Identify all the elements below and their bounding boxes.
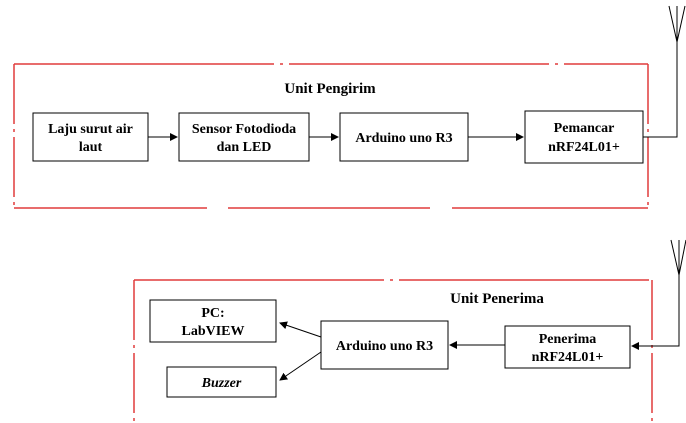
water-level-input-label-line1: Laju surut air xyxy=(48,122,133,137)
receiver-antenna-icon xyxy=(670,239,686,276)
pc-labview-label-line2: LabVIEW xyxy=(181,324,244,339)
nrf-receiver-label-line1: Penerima xyxy=(539,332,597,347)
pc-labview-block: PC: LabVIEW xyxy=(149,299,277,343)
transmitter-unit-title: Unit Pengirim xyxy=(284,81,376,97)
nrf-receiver-label-line2: nRF24L01+ xyxy=(532,350,604,365)
nrf-receiver-block: Penerima nRF24L01+ xyxy=(504,325,631,369)
buzzer-label: Buzzer xyxy=(201,376,242,391)
photodiode-sensor-label-line2: dan LED xyxy=(217,140,272,155)
transmitter-antenna-feed xyxy=(643,42,678,138)
receiver-unit-border xyxy=(133,279,653,423)
transmitter-unit-border xyxy=(13,63,649,209)
nrf-transmitter-label-line2: nRF24L01+ xyxy=(548,140,620,155)
transmitter-arduino-block: Arduino uno R3 xyxy=(339,112,469,162)
nrf-transmitter-block: Pemancar nRF24L01+ xyxy=(524,110,644,164)
receiver-arduino-block: Arduino uno R3 xyxy=(320,320,449,370)
water-level-input-block: Laju surut air laut xyxy=(32,112,149,162)
receiver-unit: Unit Penerima PC: LabVIEW Buzzer Arduino… xyxy=(133,239,686,423)
transmitter-unit: Unit Pengirim Laju surut air laut Sensor… xyxy=(13,5,686,209)
receiver-antenna-feed xyxy=(631,275,680,350)
receiver-unit-title: Unit Penerima xyxy=(450,291,544,307)
photodiode-sensor-block: Sensor Fotodioda dan LED xyxy=(178,112,310,162)
receiver-arduino-label: Arduino uno R3 xyxy=(336,339,433,354)
buzzer-block: Buzzer xyxy=(166,366,277,398)
photodiode-sensor-label-line1: Sensor Fotodioda xyxy=(192,122,296,137)
water-level-input-label-line2: laut xyxy=(79,140,103,155)
pc-labview-label-line1: PC: xyxy=(201,306,224,321)
arrow-arduino-to-buzzer xyxy=(279,351,322,381)
transmitter-antenna-icon xyxy=(668,5,686,43)
nrf-transmitter-label-line1: Pemancar xyxy=(554,121,615,136)
transmitter-arduino-label: Arduino uno R3 xyxy=(355,131,452,146)
arrow-arduino-to-pc xyxy=(279,321,322,338)
